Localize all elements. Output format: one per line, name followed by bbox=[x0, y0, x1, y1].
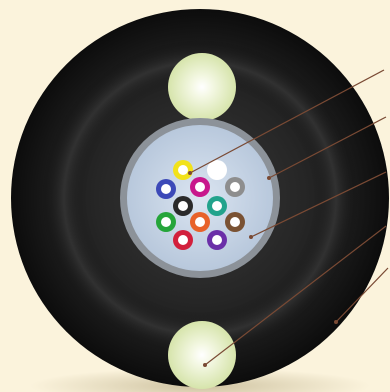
leader-fiber-dot bbox=[188, 171, 192, 175]
fiber-green-core bbox=[161, 217, 171, 227]
fiber-orange-core bbox=[195, 217, 205, 227]
leader-jacket-dot bbox=[334, 320, 338, 324]
fiber-blue-core bbox=[161, 184, 171, 194]
fiber-teal-core bbox=[212, 201, 222, 211]
fiber-red-core bbox=[178, 235, 188, 245]
strength-member-top bbox=[168, 53, 236, 121]
leader-strength-member-dot bbox=[203, 363, 207, 367]
fiber-magenta-core bbox=[195, 182, 205, 192]
fiber-gray-core bbox=[230, 182, 240, 192]
fiber-purple-core bbox=[212, 235, 222, 245]
fiber-brown-core bbox=[230, 217, 240, 227]
leader-tube-wall-dot bbox=[267, 176, 271, 180]
strength-member-bottom bbox=[168, 321, 236, 389]
fiber-yellow-core bbox=[178, 165, 188, 175]
leader-gel-dot bbox=[249, 235, 253, 239]
tube-gel bbox=[127, 125, 273, 271]
fiber-black-core bbox=[178, 201, 188, 211]
